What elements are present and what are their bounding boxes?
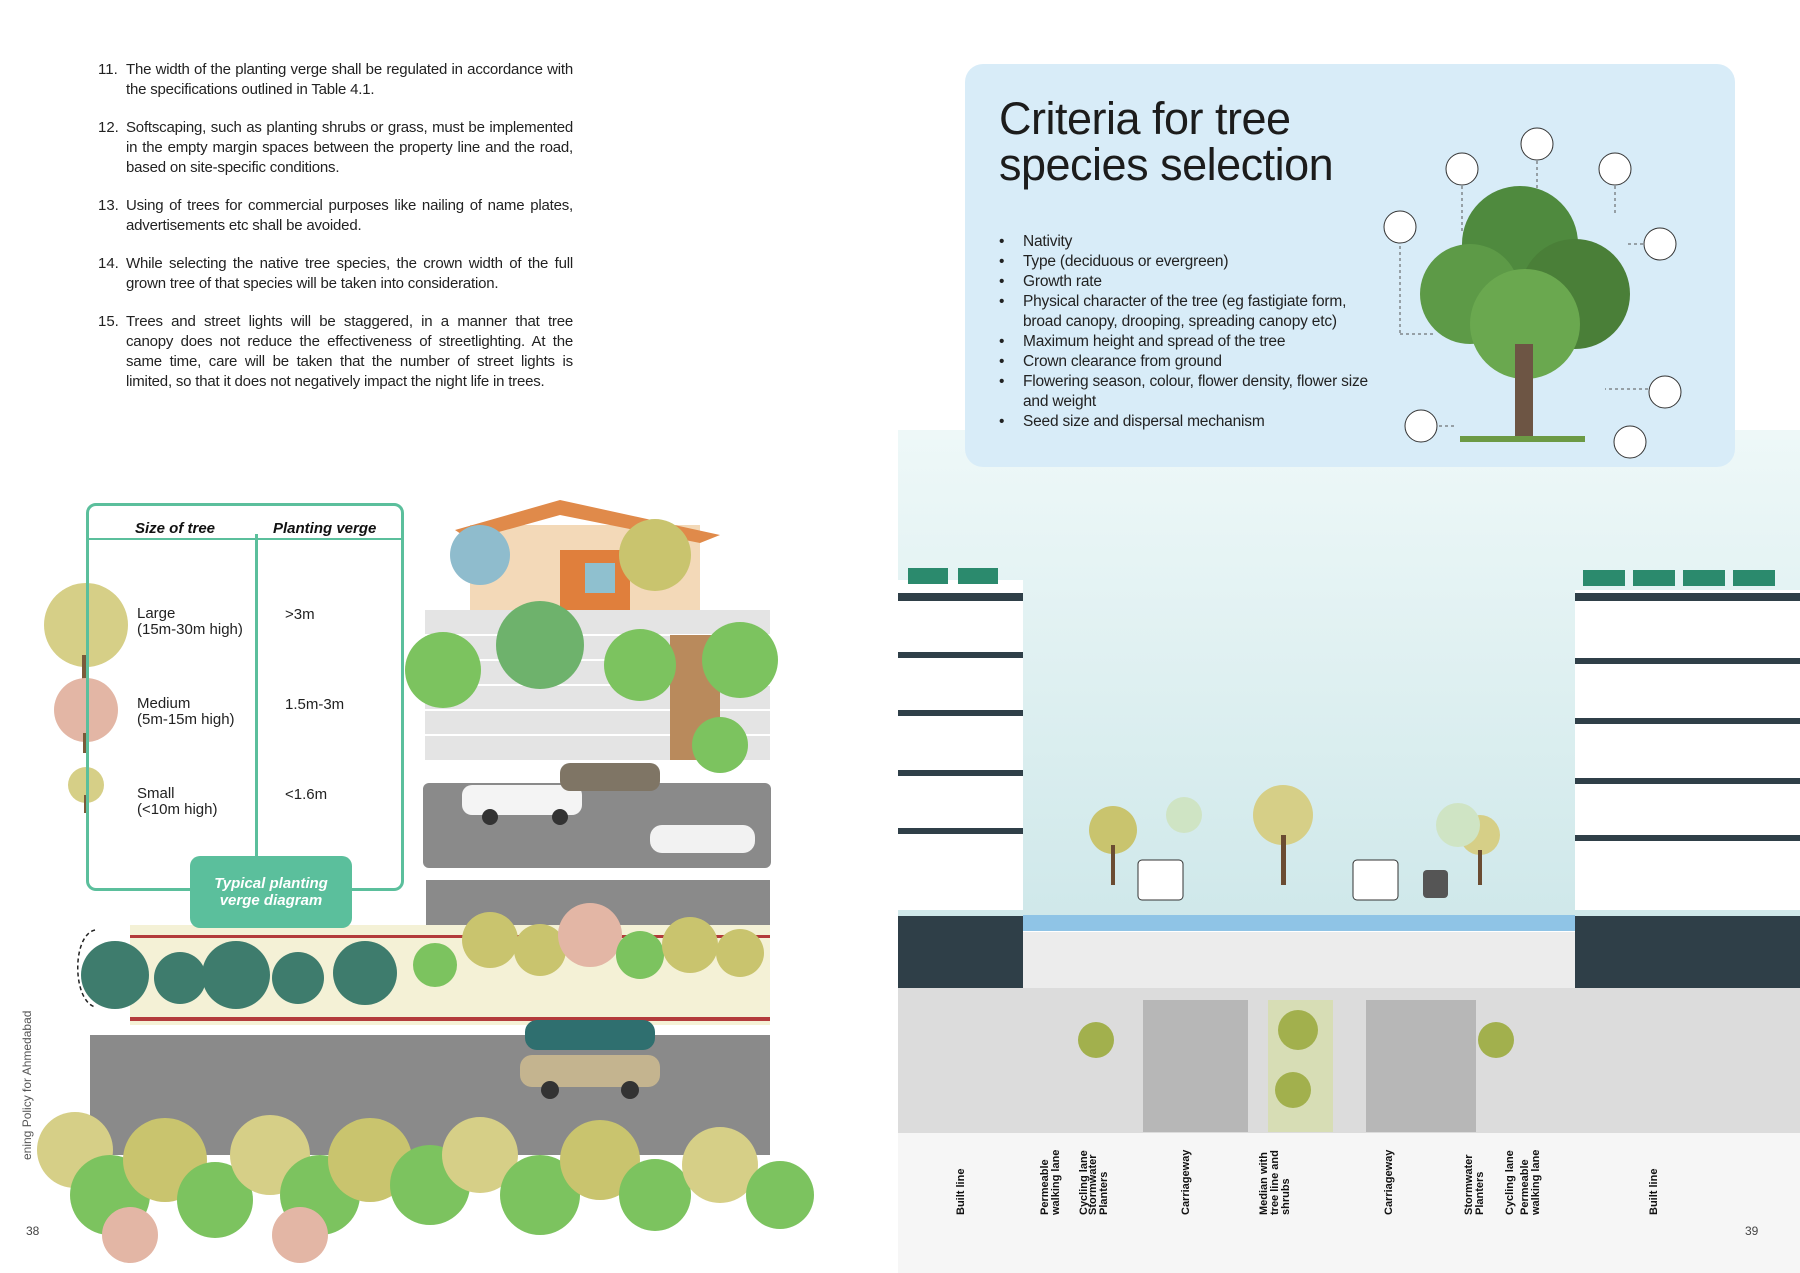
clause-item: 12. Softscaping, such as planting shrubs … bbox=[98, 118, 573, 178]
car-illustration bbox=[462, 763, 755, 1099]
tree-form-icon bbox=[1404, 409, 1438, 443]
tree-size-label: Large bbox=[137, 605, 176, 622]
vehicles bbox=[1137, 859, 1448, 901]
fruit-icon bbox=[1520, 127, 1554, 161]
right-building bbox=[1575, 570, 1800, 910]
nativity-icon bbox=[1383, 210, 1417, 244]
label-line: Planters bbox=[1098, 1171, 1110, 1215]
table-header-verge: Planting verge bbox=[273, 520, 377, 537]
clause-list: 11. The width of the planting verge shall… bbox=[98, 60, 573, 410]
clause-number: 12. bbox=[98, 119, 119, 136]
verge-width-cell: <1.6m bbox=[285, 786, 328, 803]
criteria-item: Maximum height and spread of the tree bbox=[997, 332, 1377, 352]
label-line: Built line bbox=[955, 1168, 967, 1215]
tree-size-cell: Medium(5m-15m high) bbox=[137, 696, 235, 728]
section-label-carriageway: Carriageway bbox=[1383, 1149, 1395, 1215]
badge-line: Typical planting bbox=[214, 875, 328, 892]
plan-band bbox=[898, 988, 1800, 1133]
clause-text: Trees and street lights will be staggere… bbox=[126, 313, 573, 390]
bottom-tree-row bbox=[37, 1112, 814, 1263]
verge-width-cell: >3m bbox=[285, 606, 315, 623]
clause-item: 14. While selecting the native tree speci… bbox=[98, 254, 573, 294]
label-line: walking lane bbox=[1530, 1149, 1542, 1215]
foliage-icon bbox=[1643, 227, 1677, 261]
tree-size-range: (15m-30m high) bbox=[137, 621, 243, 638]
clause-number: 11. bbox=[98, 61, 118, 78]
clause-item: 13. Using of trees for commercial purpose… bbox=[98, 196, 573, 236]
clause-number: 13. bbox=[98, 197, 119, 214]
tree-size-label: Small bbox=[137, 785, 175, 802]
flower-icon bbox=[1445, 152, 1479, 186]
section-label-built-line: Built line bbox=[1648, 1168, 1660, 1215]
verge-width-cell: 1.5m-3m bbox=[285, 696, 345, 713]
tree-size-cell: Small(<10m high) bbox=[137, 786, 217, 818]
page-number-right: 39 bbox=[1745, 1224, 1759, 1238]
height-icon bbox=[1648, 375, 1682, 409]
tree-size-cell: Large(15m-30m high) bbox=[137, 606, 243, 638]
clause-text: Softscaping, such as planting shrubs or … bbox=[126, 119, 573, 176]
label-line: walking lane bbox=[1050, 1149, 1062, 1215]
verge-trees bbox=[81, 903, 764, 1009]
clause-item: 15. Trees and street lights will be stagg… bbox=[98, 312, 573, 392]
criteria-item: Crown clearance from ground bbox=[997, 352, 1377, 372]
criteria-item: Flowering season, colour, flower density… bbox=[997, 372, 1377, 412]
criteria-item: Seed size and dispersal mechanism bbox=[997, 412, 1377, 432]
left-building bbox=[898, 568, 1023, 910]
clause-number: 14. bbox=[98, 255, 119, 272]
clause-text: The width of the planting verge shall be… bbox=[126, 61, 573, 98]
running-side-title: ening Policy for Ahmedabad bbox=[20, 1010, 34, 1160]
tree-size-range: (<10m high) bbox=[137, 801, 218, 818]
title-line: species selection bbox=[999, 139, 1334, 190]
street-trees bbox=[1089, 785, 1500, 885]
clause-number: 15. bbox=[98, 313, 119, 330]
tree-size-label: Medium bbox=[137, 695, 191, 712]
clause-text: Using of trees for commercial purposes l… bbox=[126, 197, 573, 234]
wall-trees bbox=[405, 519, 778, 773]
label-line: shrubs bbox=[1280, 1178, 1292, 1215]
clause-text: While selecting the native tree species,… bbox=[126, 255, 573, 292]
leaf-icon bbox=[1598, 152, 1632, 186]
section-label-cycling-lane: Cycling lane bbox=[1504, 1150, 1516, 1215]
table-row: Small(<10m high) <1.6m bbox=[89, 786, 407, 856]
tree-size-range: (5m-15m high) bbox=[137, 711, 235, 728]
criteria-item: Nativity bbox=[997, 232, 1377, 252]
label-line: Carriageway bbox=[1383, 1149, 1395, 1215]
table-row: Medium(5m-15m high) 1.5m-3m bbox=[89, 696, 407, 766]
section-label-built-line: Built line bbox=[955, 1168, 967, 1215]
section-label-carriageway: Carriageway bbox=[1180, 1149, 1192, 1215]
tree-criteria-illustration bbox=[1383, 127, 1682, 459]
criteria-item: Growth rate bbox=[997, 272, 1377, 292]
label-line: Planters bbox=[1474, 1171, 1486, 1215]
label-line: Built line bbox=[1648, 1168, 1660, 1215]
table-row: Large(15m-30m high) >3m bbox=[89, 606, 407, 676]
page-number-left: 38 bbox=[26, 1224, 40, 1238]
road-bottom bbox=[90, 1035, 770, 1155]
label-line: Cycling lane bbox=[1504, 1150, 1516, 1215]
planting-verge-table: Size of tree Planting verge Large(15m-30… bbox=[86, 503, 404, 891]
planting-verge-illustration bbox=[37, 500, 814, 1263]
table-header-size: Size of tree bbox=[135, 520, 216, 537]
label-line: Carriageway bbox=[1180, 1149, 1192, 1215]
title-line: Criteria for tree bbox=[999, 93, 1291, 144]
badge-line: verge diagram bbox=[219, 892, 323, 909]
street-section-illustration bbox=[898, 568, 1800, 1273]
clause-item: 11. The width of the planting verge shall… bbox=[98, 60, 573, 100]
street-surface bbox=[1023, 915, 1575, 931]
left-page: 11. The width of the planting verge shall… bbox=[0, 0, 898, 1273]
criteria-item: Physical character of the tree (eg fasti… bbox=[997, 292, 1377, 332]
seed-icon bbox=[1613, 425, 1647, 459]
criteria-item: Type (deciduous or evergreen) bbox=[997, 252, 1377, 272]
criteria-list: Nativity Type (deciduous or evergreen) G… bbox=[997, 232, 1377, 432]
